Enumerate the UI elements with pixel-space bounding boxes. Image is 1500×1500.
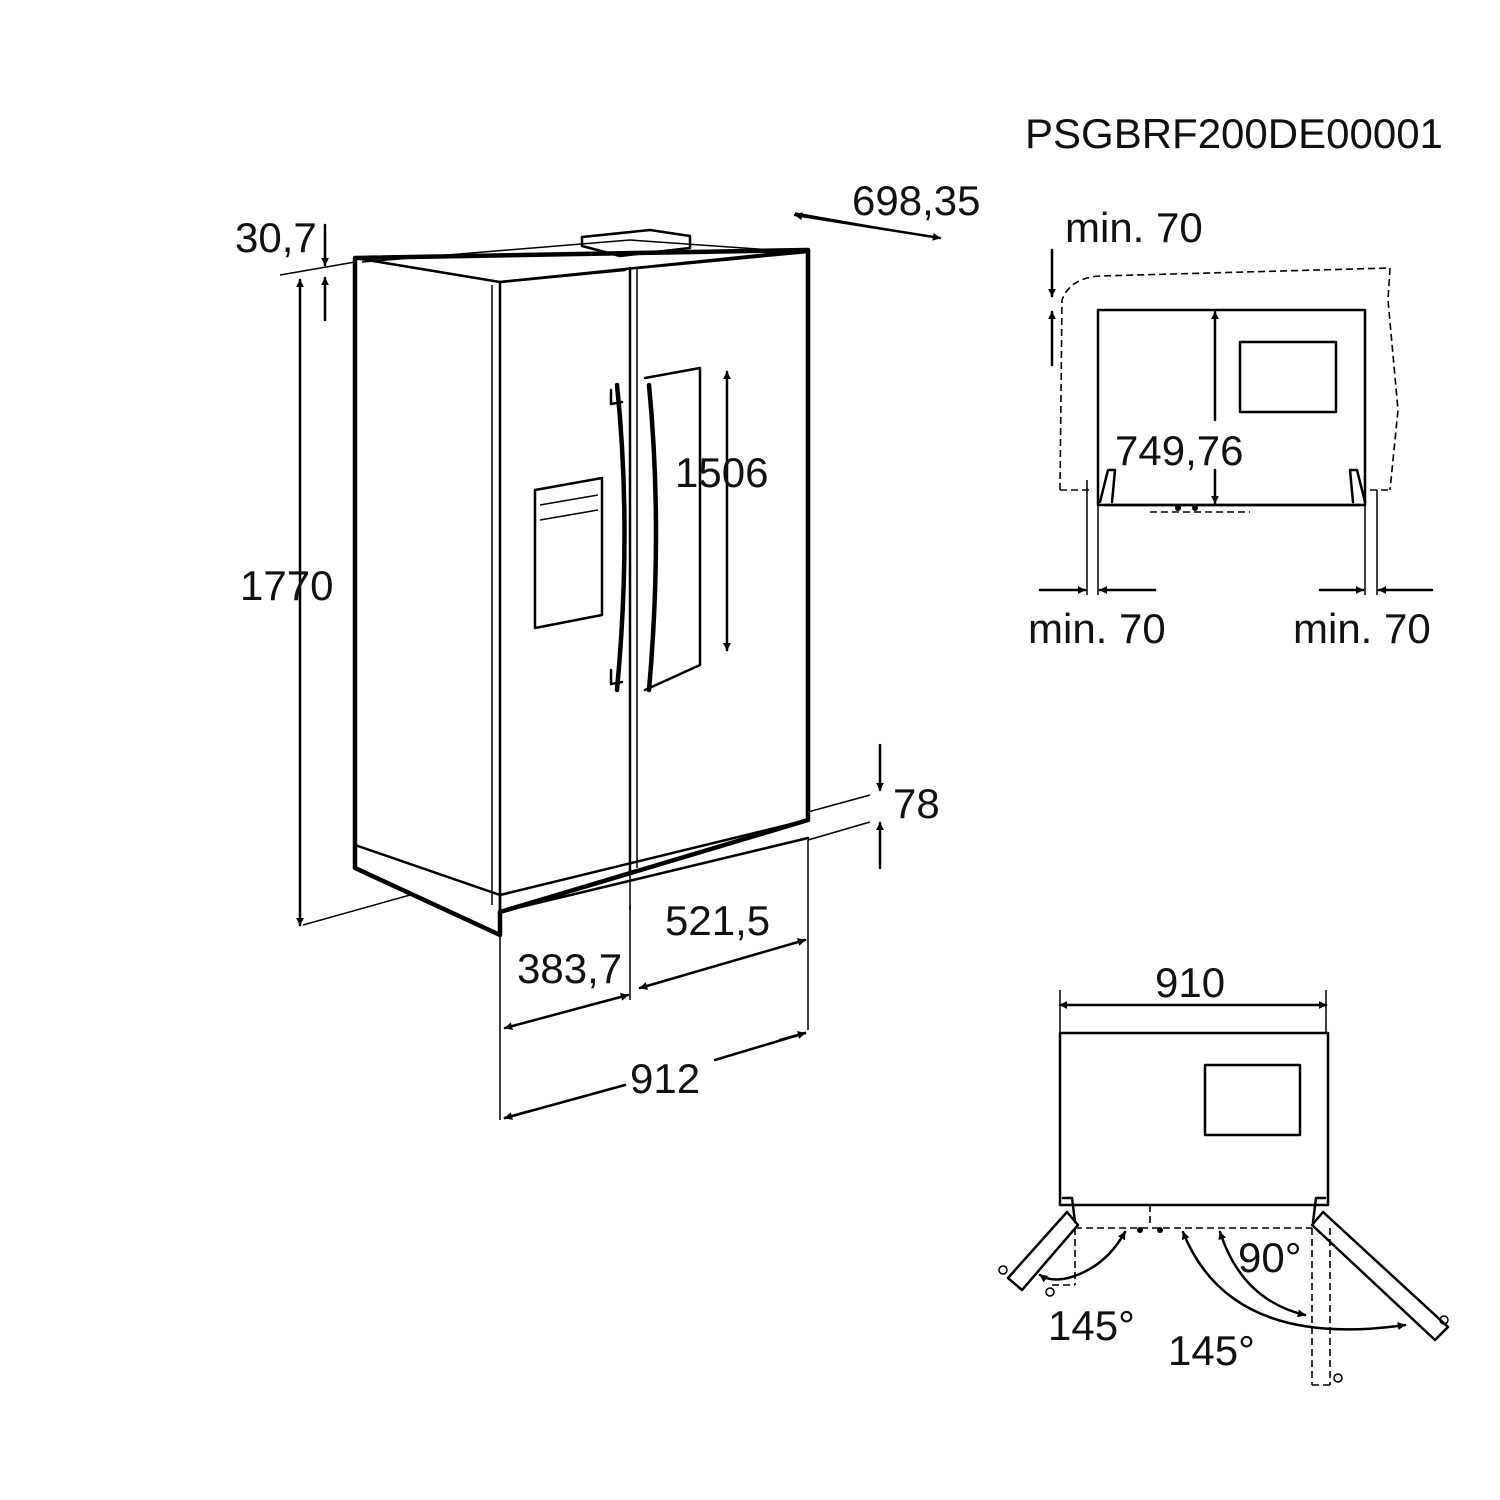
left-door-width-label: 383,7	[517, 945, 622, 992]
main-dimension-arrows	[296, 212, 942, 1120]
left-door-open	[1006, 1210, 1080, 1292]
top-panel-swing	[1203, 1063, 1302, 1137]
depth-label: 698,35	[852, 177, 980, 224]
door-swing-arrows	[1038, 990, 1407, 1331]
right-door-width-arrow	[638, 938, 807, 990]
fridge-top-cover	[361, 239, 801, 263]
door-swing-top-view	[998, 1031, 1450, 1386]
top-hinge-cover	[580, 228, 692, 258]
left-door-width-arrow	[503, 993, 630, 1030]
dispenser-height-label: 1506	[675, 449, 768, 496]
water-dispenser	[533, 476, 604, 630]
right-clearance-label: min. 70	[1293, 605, 1431, 652]
plinth-front	[498, 836, 810, 937]
clearance-top-view	[1059, 267, 1399, 595]
left-angle-label: 145°	[1048, 1302, 1135, 1349]
right-door-handle	[646, 382, 659, 693]
top-clearance-label: min. 70	[1065, 204, 1203, 251]
right-door-open	[1310, 1210, 1450, 1342]
fridge-isometric-view	[279, 212, 921, 1120]
height-label: 1770	[240, 562, 333, 609]
right-angle-label: 145°	[1168, 1327, 1255, 1374]
base-height-label: 78	[893, 780, 940, 827]
fridge-top-outline	[1096, 308, 1367, 507]
plinth-top	[353, 818, 810, 897]
clearance-depth-label: 749,76	[1115, 427, 1243, 474]
depth-arrow	[793, 212, 942, 241]
fridge-body-top	[1058, 1031, 1330, 1207]
diagram-code: PSGBRF200DE00001	[1025, 110, 1443, 157]
left-clearance-label: min. 70	[1028, 605, 1166, 652]
clearance-arrows	[1038, 248, 1434, 594]
fridge-outline	[352, 247, 811, 938]
right-door-width-label: 521,5	[665, 897, 770, 944]
left-door-handle	[614, 382, 627, 693]
clearance-dashed-outline	[1059, 267, 1399, 491]
inner-angle-label: 90°	[1238, 1234, 1302, 1281]
top-offset-label: 30,7	[235, 214, 317, 261]
total-width-label: 912	[630, 1055, 700, 1102]
swing-width-label: 910	[1155, 959, 1225, 1006]
top-panel	[1238, 340, 1338, 414]
